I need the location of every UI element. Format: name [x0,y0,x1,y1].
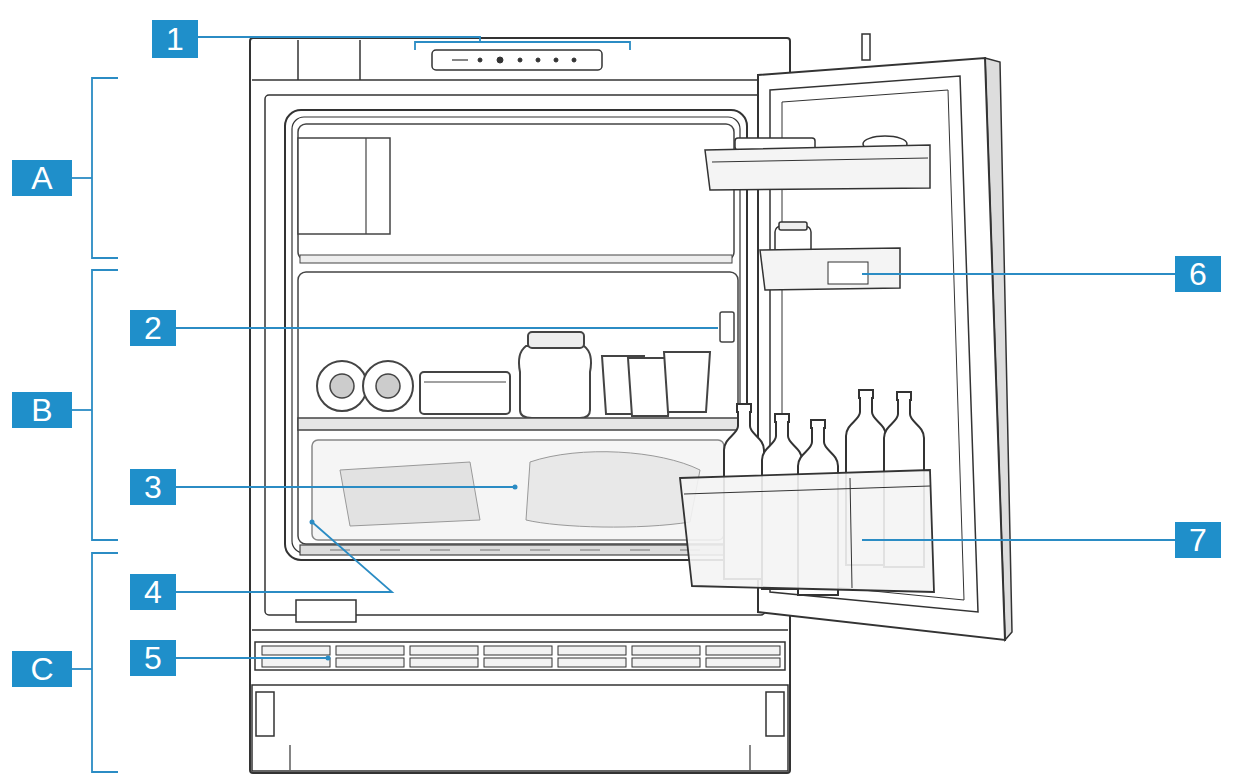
callout-number: 5 [144,642,162,674]
callout-number: 4 [144,576,162,608]
fridge-compartment [298,272,738,555]
callout-number: 3 [144,471,162,503]
freezer-compartment [298,124,734,263]
door [680,34,1012,640]
callout-box: 6 [1175,256,1221,292]
leader-lines [72,37,1175,772]
callout-number: 7 [1189,524,1207,556]
callout-number: 2 [144,312,162,344]
callout-box: B [12,392,72,428]
base [252,600,788,771]
callout-box: A [12,160,72,196]
callout-box: 4 [130,574,176,610]
callout-number: C [30,653,53,685]
callout-box: C [12,651,72,687]
callout-box: 3 [130,469,176,505]
leader-dots [310,485,518,661]
callout-box: 5 [130,640,176,676]
callout-box: 1 [152,20,198,58]
cabinet [250,38,790,773]
callout-number: B [31,394,52,426]
callout-box: 7 [1175,522,1221,558]
callout-number: 1 [166,23,184,55]
callout-number: A [31,162,52,194]
control-panel [432,50,602,70]
callout-box: 2 [130,310,176,346]
callout-number: 6 [1189,258,1207,290]
